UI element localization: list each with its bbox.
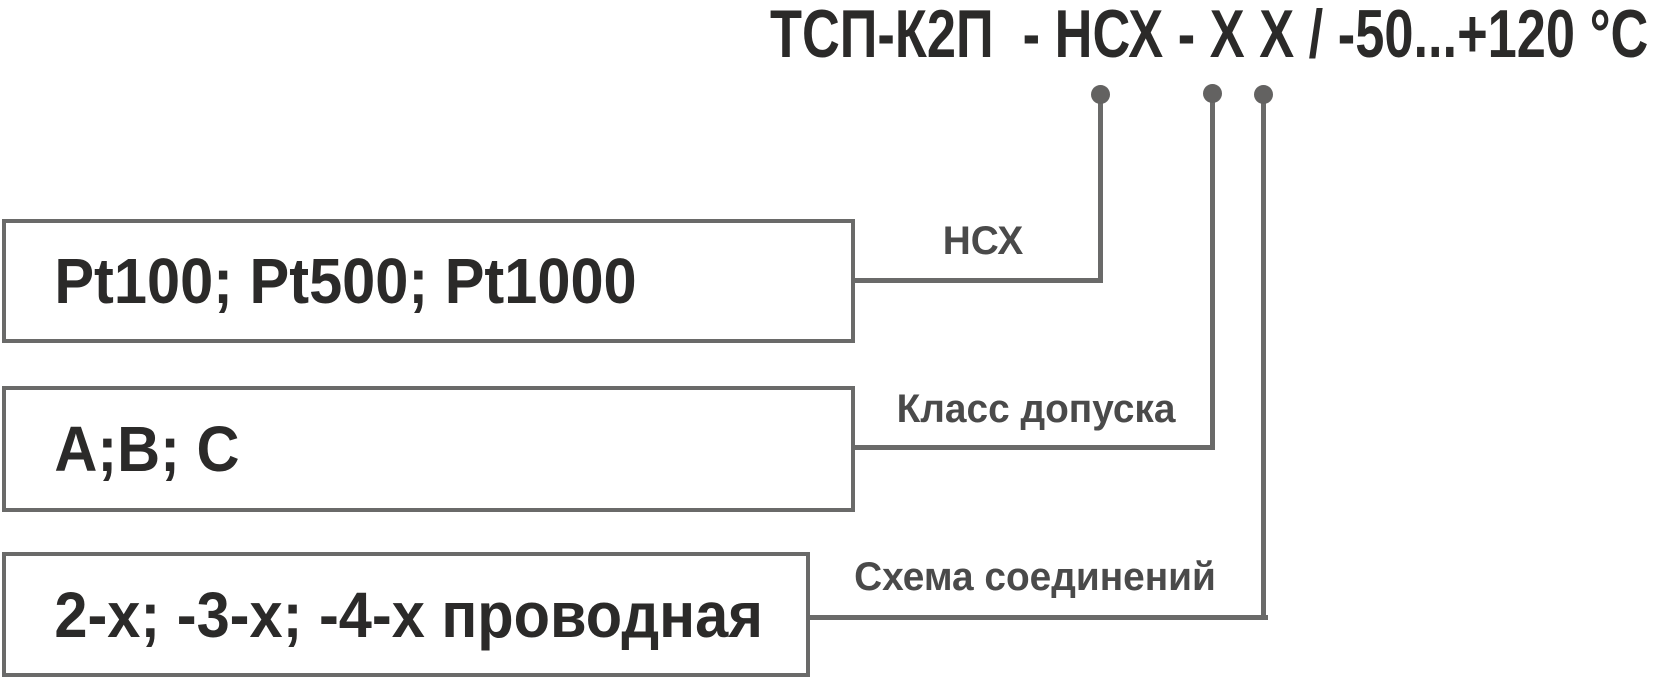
connector-nsh-vertical-line bbox=[1098, 94, 1103, 283]
connector-wiring-scheme-dot bbox=[1254, 85, 1273, 104]
product-code-title: ТСП-К2П - НСХ - Х Х / -50...+120 °С bbox=[770, 0, 1649, 72]
options-text-nsh: Pt100; Pt500; Pt1000 bbox=[54, 245, 637, 317]
options-box-wiring-scheme: 2-х; -3-х; -4-х проводная bbox=[2, 552, 810, 677]
connector-tolerance-class-vertical-line bbox=[1210, 93, 1215, 450]
param-label-tolerance-class: Класс допуска bbox=[896, 387, 1176, 431]
options-box-tolerance-class: А;В; С bbox=[2, 386, 855, 512]
connector-tolerance-class-horizontal-line bbox=[853, 445, 1215, 450]
connector-wiring-scheme-horizontal-line bbox=[808, 615, 1268, 620]
connector-wiring-scheme-vertical-line bbox=[1261, 94, 1266, 620]
param-label-nsh: НСХ bbox=[942, 219, 1024, 263]
connector-nsh-dot bbox=[1091, 85, 1110, 104]
connector-nsh-horizontal-line bbox=[853, 278, 1103, 283]
options-text-wiring-scheme: 2-х; -3-х; -4-х проводная bbox=[54, 578, 763, 651]
param-label-wiring-scheme: Схема соединений bbox=[854, 555, 1216, 599]
connector-tolerance-class-dot bbox=[1203, 84, 1222, 103]
options-box-nsh: Pt100; Pt500; Pt1000 bbox=[2, 219, 855, 343]
options-text-tolerance-class: А;В; С bbox=[54, 413, 240, 485]
